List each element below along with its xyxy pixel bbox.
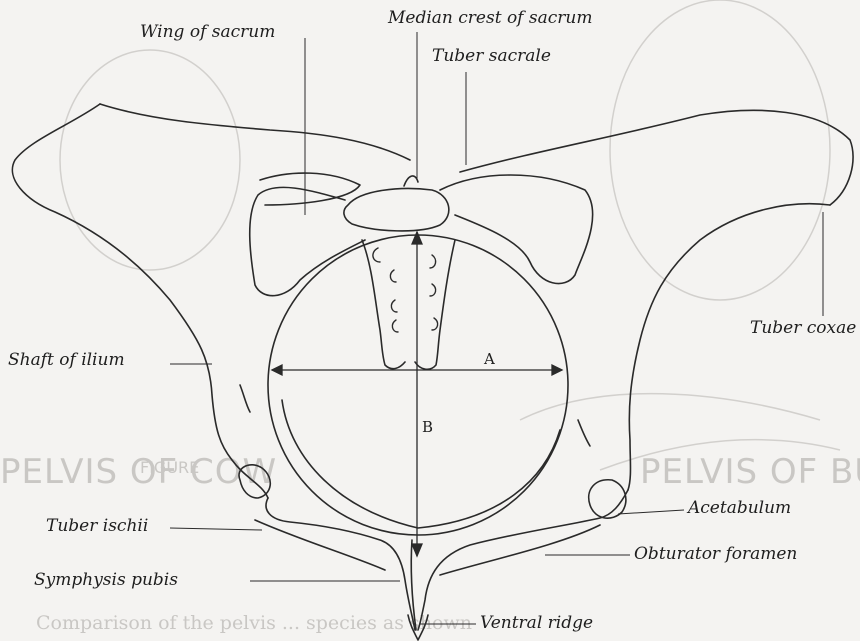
label-obturator-foramen: Obturator foramen bbox=[634, 544, 797, 564]
measure-a-arrow-left bbox=[272, 365, 282, 375]
label-tuber-sacrale: Tuber sacrale bbox=[432, 46, 551, 66]
right-sacral-wing bbox=[440, 175, 593, 284]
pubis-lower-left bbox=[255, 520, 385, 570]
label-wing-of-sacrum: Wing of sacrum bbox=[140, 22, 275, 42]
right-pubis bbox=[418, 490, 628, 630]
sacral-foramina bbox=[373, 248, 438, 332]
label-tuber-ischii: Tuber ischii bbox=[46, 516, 148, 536]
leader-acetabulum bbox=[618, 510, 684, 514]
label-measure-a: A bbox=[484, 350, 495, 368]
show-through-sketch bbox=[60, 0, 840, 470]
right-ilium-top bbox=[460, 110, 853, 205]
label-acetabulum: Acetabulum bbox=[688, 498, 791, 518]
left-sacral-wing bbox=[250, 187, 365, 295]
left-ilium-outline bbox=[12, 104, 268, 498]
label-median-crest: Median crest of sacrum bbox=[388, 8, 592, 28]
measure-b-arrow-bottom bbox=[412, 544, 422, 556]
right-ilium-outline bbox=[628, 204, 830, 490]
leader-tuber-ischii bbox=[170, 528, 262, 530]
measure-a-arrow-right bbox=[552, 365, 562, 375]
left-ilium-top bbox=[100, 104, 410, 160]
sacrum-left-edge bbox=[362, 240, 405, 369]
acetabulum-outline bbox=[589, 480, 626, 518]
pelvic-inner-rim bbox=[282, 400, 560, 528]
pelvic-inlet bbox=[268, 235, 568, 535]
label-tuber-coxae: Tuber coxae bbox=[750, 318, 856, 338]
median-crest-tip bbox=[404, 176, 418, 186]
label-measure-b: B bbox=[422, 418, 433, 436]
ilium-shaft-detail-left bbox=[240, 385, 250, 412]
label-shaft-of-ilium: Shaft of ilium bbox=[8, 350, 125, 370]
sacral-promontory bbox=[344, 189, 449, 231]
pubis-lower-right bbox=[440, 525, 600, 575]
label-symphysis-pubis: Symphysis pubis bbox=[34, 570, 178, 590]
label-ventral-ridge: Ventral ridge bbox=[480, 613, 593, 633]
left-pubis bbox=[266, 498, 415, 630]
ilium-shaft-detail-right bbox=[578, 420, 590, 446]
measure-b-arrow-top bbox=[412, 232, 422, 244]
